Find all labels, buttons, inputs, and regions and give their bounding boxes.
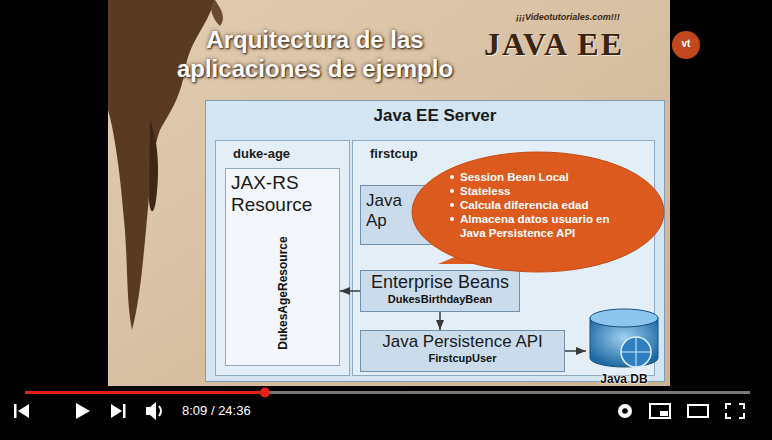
module-box: duke-ageJAX-RS ResourceDukesAgeResource bbox=[215, 140, 350, 376]
component-box: Enterprise BeansDukesBirthdayBean bbox=[360, 270, 520, 312]
connector-arrow bbox=[340, 290, 360, 292]
resource-box: JAX-RS ResourceDukesAgeResource bbox=[225, 168, 340, 366]
bullet-dot bbox=[450, 189, 454, 193]
callout-item: Calcula diferencia edad bbox=[460, 198, 588, 212]
bullet-row: Stateless bbox=[450, 184, 630, 198]
bullet-row: Calcula diferencia edad bbox=[450, 198, 630, 212]
cylinder-top bbox=[590, 309, 658, 327]
connector-arrow bbox=[439, 312, 441, 330]
brand-name: ¡¡¡Videotutoriales.com!!! bbox=[516, 12, 620, 22]
channel-logo: vt bbox=[678, 38, 694, 49]
callout-item: Almacena datos usuario en Java Persisten… bbox=[460, 212, 630, 240]
server-title: Java EE Server bbox=[205, 106, 665, 126]
callout-shape bbox=[410, 150, 666, 274]
bullet-row: Almacena datos usuario en Java Persisten… bbox=[450, 212, 630, 240]
component-title: Enterprise Beans bbox=[360, 272, 520, 293]
database-name: Java DB bbox=[586, 372, 662, 386]
callout-ellipse bbox=[412, 152, 664, 272]
globe-icon bbox=[621, 337, 651, 367]
callout-item: Session Bean Local bbox=[460, 170, 569, 184]
module-title: duke-age bbox=[215, 146, 350, 161]
callout-list: Session Bean LocalStatelessCalcula difer… bbox=[450, 170, 630, 240]
database-cylinder: Java DB bbox=[586, 306, 662, 386]
callout-bubble: Session Bean LocalStatelessCalcula difer… bbox=[410, 150, 666, 274]
component-title: Java Ap bbox=[366, 191, 414, 232]
resource-title: JAX-RS Resource bbox=[231, 172, 334, 216]
connector-arrow bbox=[565, 350, 586, 352]
component-box: Java Persistence APIFirstcupUser bbox=[360, 330, 565, 372]
bullet-dot bbox=[450, 175, 454, 179]
logo-text: JAVA EE bbox=[484, 26, 624, 63]
bullet-dot bbox=[450, 203, 454, 207]
component-box: Java Ap bbox=[360, 185, 476, 245]
time-display: 8:09 / 24:36 bbox=[182, 403, 251, 418]
class-name: FirstcupUser bbox=[360, 352, 565, 364]
callout-item: Stateless bbox=[460, 184, 511, 198]
class-name: DukesBirthdayBean bbox=[360, 293, 520, 305]
server-box: Java EE Server duke-ageJAX-RS ResourceDuk… bbox=[205, 100, 665, 382]
bullet-row: Session Bean Local bbox=[450, 170, 630, 184]
bullet-dot bbox=[450, 217, 454, 221]
box-fill bbox=[410, 150, 666, 274]
slide-title: Arquitectura de las aplicaciones de ejem… bbox=[150, 26, 480, 84]
component-title: Java Persistence API bbox=[360, 332, 565, 352]
module-title: firstcup bbox=[352, 146, 655, 161]
globe-lines bbox=[621, 337, 651, 367]
class-name: DukesAgeResource bbox=[276, 236, 290, 349]
